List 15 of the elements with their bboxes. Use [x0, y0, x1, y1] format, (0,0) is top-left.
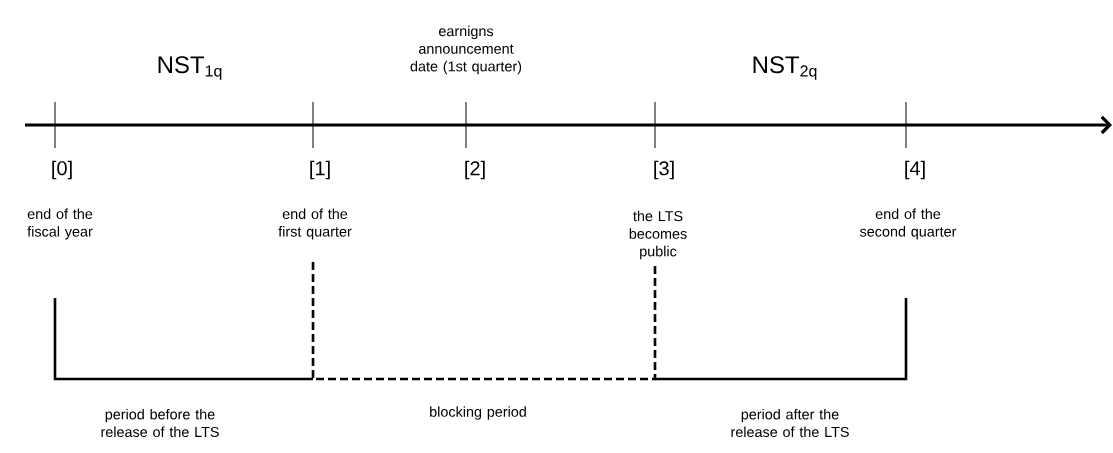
- event-label: end of the second quarter: [860, 208, 957, 240]
- event-label: end of the fiscal year: [27, 208, 93, 240]
- period-label: period after the release of the LTS: [731, 408, 849, 438]
- tick-label: [3]: [654, 160, 674, 180]
- tick-label: [4]: [905, 160, 925, 180]
- tick-label: [0]: [52, 160, 72, 180]
- period-label: blocking period: [430, 406, 526, 420]
- event-label: end of the first quarter: [278, 208, 352, 240]
- interval-label: NST$_{1q}$: [158, 56, 222, 80]
- interval-label: NST$_{2q}$: [753, 56, 817, 80]
- tick-label: [1]: [310, 160, 330, 180]
- period-label: period before the release of the LTS: [101, 408, 219, 438]
- event-label: earnigns announcement date (1st quarter): [410, 25, 522, 75]
- event-label: the LTS becomes public: [629, 210, 687, 260]
- tick-label: [2]: [465, 160, 485, 180]
